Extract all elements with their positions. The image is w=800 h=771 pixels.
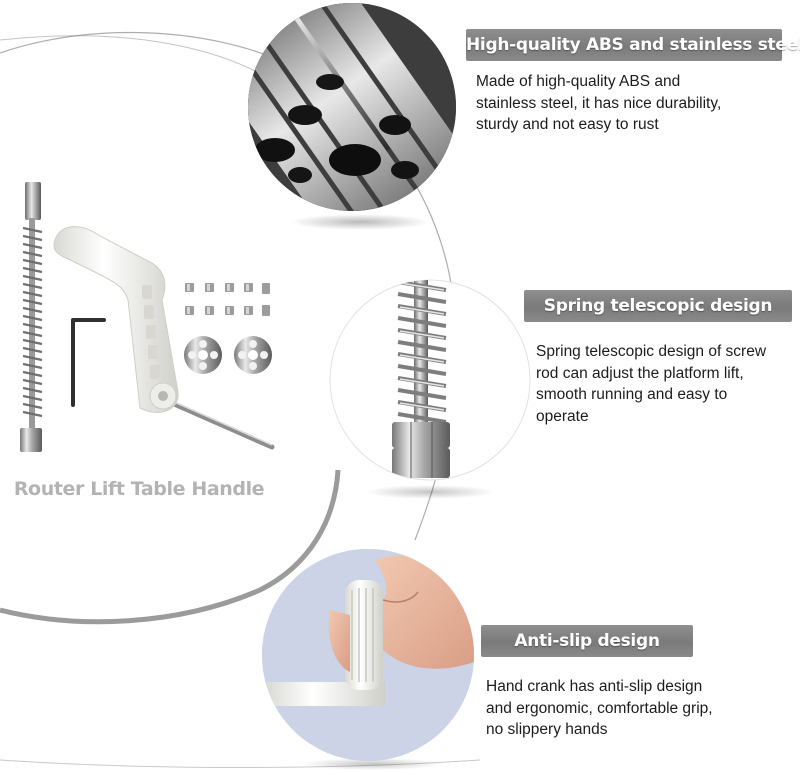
product-title: Router Lift Table Handle — [13, 478, 265, 500]
feature-image-spring — [329, 279, 531, 499]
description-line: Made of high-quality ABS and — [476, 73, 681, 90]
feature-image-hand-grip — [262, 549, 474, 770]
description-line: no slippery hands — [486, 721, 608, 738]
description-line: Spring telescopic design of screw — [536, 343, 767, 360]
description-line: Hand crank has anti-slip design — [486, 678, 703, 695]
washers-illustration — [184, 336, 272, 374]
description-line: stainless steel, it has nice durability, — [476, 94, 722, 112]
feature-heading-materials: High-quality ABS and stainless steel — [466, 29, 800, 61]
product-parts — [20, 182, 275, 452]
feature-description-materials: Made of high-quality ABS and stainless s… — [476, 71, 796, 136]
feature-image-steel-tubes — [248, 3, 456, 230]
screws-illustration — [185, 283, 270, 316]
feature-heading-spring: Spring telescopic design — [524, 290, 792, 322]
description-line: rod can adjust the platform lift, — [536, 364, 744, 382]
description-line: operate — [536, 407, 589, 425]
description-line: and ergonomic, comfortable grip, — [486, 699, 713, 717]
threaded-rod-illustration — [20, 182, 43, 452]
feature-heading-anti-slip: Anti-slip design — [481, 625, 693, 657]
description-line: sturdy and not easy to rust — [476, 116, 659, 133]
feature-description-anti-slip: Hand crank has anti-slip design and ergo… — [486, 676, 786, 741]
description-line: smooth running and easy to — [536, 386, 728, 403]
hex-key-illustration — [71, 318, 106, 407]
feature-description-spring: Spring telescopic design of screw rod ca… — [536, 341, 798, 427]
crank-handle-illustration — [53, 226, 275, 450]
